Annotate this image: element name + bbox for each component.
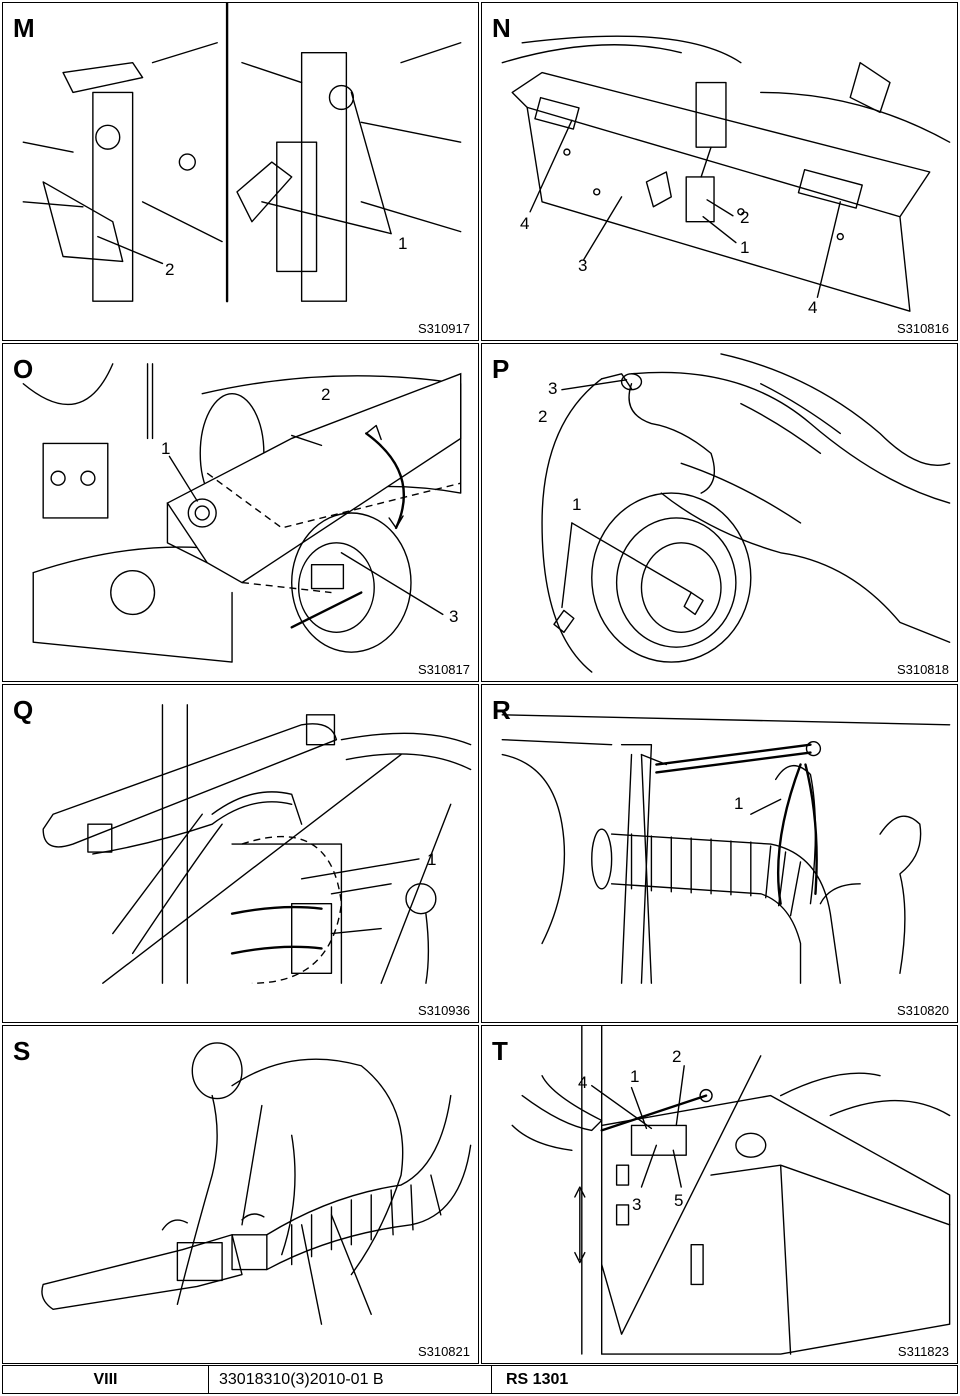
figure-code: S310816 — [896, 321, 949, 336]
callout-1: 1 — [740, 238, 750, 257]
illustration-n — [501, 35, 951, 312]
callout-1: 1 — [427, 850, 437, 869]
callout-2: 2 — [321, 385, 331, 404]
panel-letter: T — [492, 1036, 508, 1066]
callout-2: 2 — [538, 407, 548, 426]
panel-t: T 2 4 1 3 5 S311823 — [481, 1025, 958, 1364]
figure-code: S310936 — [417, 1003, 470, 1018]
figure-code: S310817 — [417, 662, 470, 677]
callout-1: 1 — [572, 495, 582, 514]
callout-4-left: 4 — [520, 214, 530, 233]
callout-4: 4 — [578, 1073, 588, 1092]
callout-1: 1 — [630, 1067, 640, 1086]
figure-code: S310821 — [417, 1344, 470, 1359]
section-number: VIII — [3, 1366, 209, 1393]
panel-letter: Q — [13, 695, 34, 725]
callout-3: 3 — [578, 256, 588, 275]
callout-4-right: 4 — [808, 298, 818, 317]
callout-2: 2 — [740, 208, 750, 227]
callout-2: 2 — [165, 260, 175, 279]
figure-code: S311823 — [897, 1344, 949, 1359]
callout-1: 1 — [734, 794, 744, 813]
panel-p: P 3 2 1 S310818 — [481, 343, 958, 682]
panel-m: M 2 1 S310917 — [2, 2, 479, 341]
illustration-q — [42, 704, 472, 984]
panel-letter: N — [492, 13, 511, 43]
illustration-o — [22, 363, 462, 663]
panel-letter: R — [492, 695, 511, 725]
machine-model: RS 1301 — [506, 1370, 569, 1388]
panel-o: O 2 1 3 S310817 — [2, 343, 479, 682]
figure-code: S310820 — [896, 1003, 949, 1018]
panel-letter: M — [13, 13, 35, 43]
panel-letter: O — [13, 354, 34, 384]
panel-r: R 1 S310820 — [481, 684, 958, 1023]
callout-5: 5 — [674, 1191, 684, 1210]
callout-2: 2 — [672, 1047, 682, 1066]
illustration-p — [541, 353, 951, 673]
figure-code: S310818 — [896, 662, 949, 677]
illustration-t — [511, 1026, 951, 1355]
panel-n: N 4 2 1 3 4 S310816 — [481, 2, 958, 341]
illustration-r — [501, 714, 951, 984]
panel-s: S S310821 — [2, 1025, 479, 1364]
panel-letter: S — [13, 1036, 31, 1066]
page-footer: VIII 33018310(3)2010-01 B RS 1301 — [2, 1365, 958, 1394]
callout-3: 3 — [632, 1195, 642, 1214]
illustration-grid: M 2 1 S310917 — [2, 2, 958, 1364]
document-number: 33018310(3)2010-01 B — [209, 1366, 492, 1393]
callout-1: 1 — [398, 234, 408, 253]
callout-3: 3 — [548, 379, 558, 398]
illustration-s — [41, 1042, 472, 1325]
illustration-m — [22, 3, 462, 303]
panel-q: Q 1 S310936 — [2, 684, 479, 1023]
callout-3: 3 — [449, 607, 459, 626]
figure-code: S310917 — [417, 321, 470, 336]
panel-letter: P — [492, 354, 510, 384]
callout-1: 1 — [161, 439, 171, 458]
